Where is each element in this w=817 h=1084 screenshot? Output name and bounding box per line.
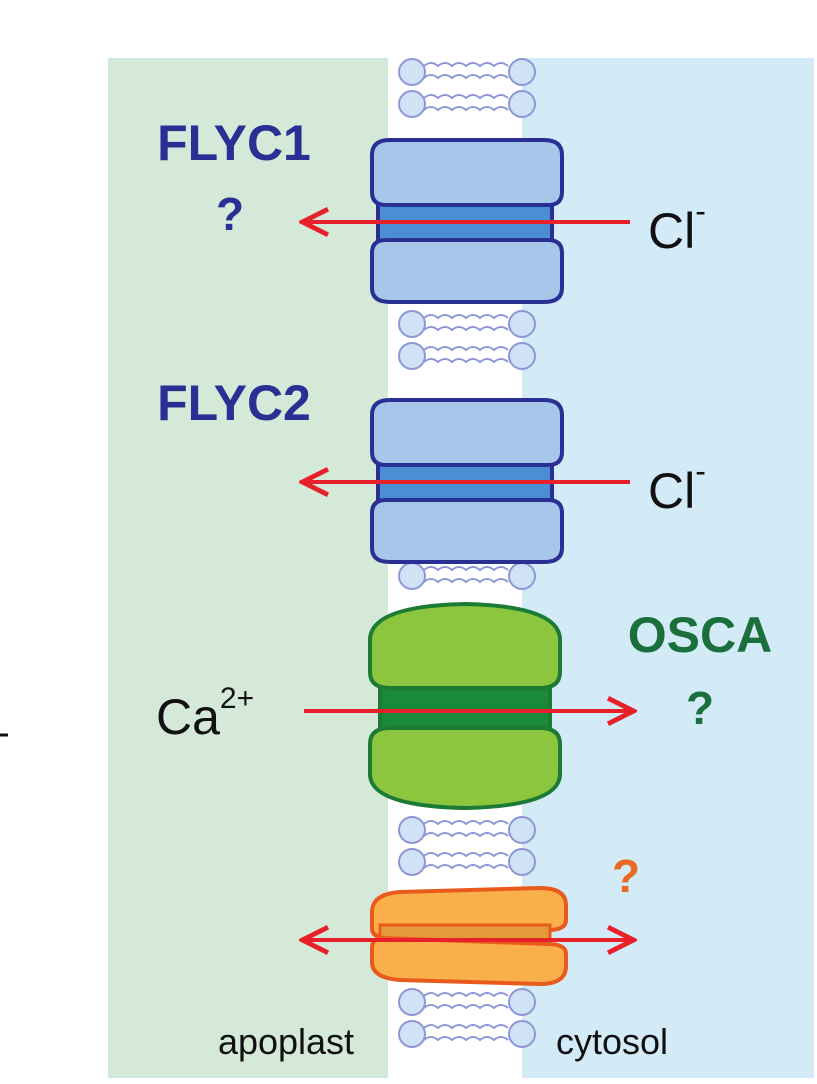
lipid-tail [423,864,509,870]
apoplast-region [108,58,388,1078]
lipid-tail [423,74,509,80]
apoplast-label: apoplast [218,1021,354,1062]
lipid-tail [423,62,509,68]
lipid-head [508,816,536,844]
lipid-tail [423,992,509,998]
unknown-question-mark: ? [612,850,640,902]
flyc1-label: FLYC1 [157,115,311,171]
flyc1-question-mark: ? [216,188,244,240]
osca-ion-label: Ca2+ [156,682,254,745]
lipid-tail [423,832,509,838]
lipid-tail [423,1004,509,1010]
lipid-tail [423,1036,509,1042]
lipid-tail [423,358,509,364]
lipid-head [398,988,426,1016]
lipid-head [508,988,536,1016]
lipid-bilayer [398,58,536,1048]
lipid-head [508,848,536,876]
lipid-tail [423,852,509,858]
lipid-tail [423,314,509,320]
cytosol-label: cytosol [556,1021,668,1062]
lipid-tail [423,566,509,572]
lipid-head [508,1020,536,1048]
lipid-head [398,562,426,590]
lipid-head [398,816,426,844]
cytosol-region [522,58,814,1078]
lipid-tail [423,578,509,584]
flyc2-channel [370,398,564,564]
osca-channel [368,601,562,811]
osca-question-mark: ? [686,682,714,734]
flyc2-ion-label: Cl- [648,453,706,519]
lipid-head [398,310,426,338]
osca-label: OSCA [628,607,772,663]
lipid-head [508,562,536,590]
flyc1-channel [370,138,564,304]
lipid-head [398,342,426,370]
lipid-head [508,90,536,118]
lipid-tail [423,1024,509,1030]
lipid-head [398,90,426,118]
lipid-tail [423,346,509,352]
unknown-transporter [370,885,568,987]
lipid-head [398,848,426,876]
lipid-head [508,310,536,338]
lipid-tail [423,106,509,112]
lipid-head [398,1020,426,1048]
lipid-head [508,342,536,370]
lipid-tail [423,94,509,100]
lipid-head [398,58,426,86]
flyc2-label: FLYC2 [157,375,311,431]
lipid-tail [423,326,509,332]
flyc1-ion-label: Cl- [648,193,706,259]
lipid-tail [423,820,509,826]
lipid-head [508,58,536,86]
